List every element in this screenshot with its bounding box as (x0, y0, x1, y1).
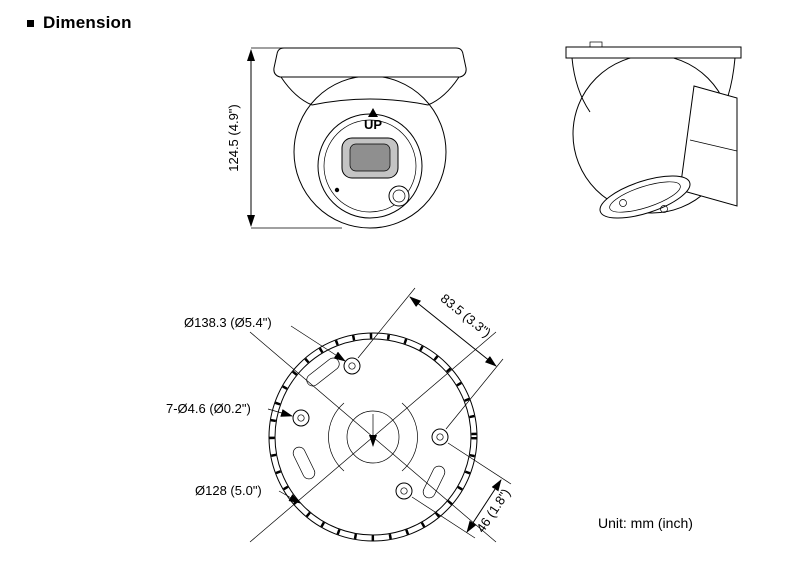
hub-arc-right (401, 402, 418, 472)
side-shoulder-left (571, 57, 591, 113)
outer-diameter-leader (290, 325, 346, 362)
dim46-ext-2 (411, 496, 476, 539)
side-cap-notch (589, 41, 603, 48)
cap-shoulder-left (280, 76, 313, 106)
side-shoulder-right (727, 57, 736, 97)
up-arrow-icon (368, 108, 378, 117)
title-bullet (27, 19, 34, 27)
knockout-slot-2 (292, 446, 316, 480)
ball-collar-line (311, 98, 429, 106)
dim46-line (466, 479, 502, 533)
dim835-ext-1 (357, 287, 416, 359)
hub-arc-left (328, 402, 345, 472)
center-hub-circle (346, 410, 400, 464)
side-bracket (679, 85, 738, 207)
lens-window-inner (349, 143, 391, 172)
outer-diameter-label: Ø138.3 (Ø5.4") (184, 315, 272, 330)
ir-led-ring (392, 189, 406, 203)
base-edge-tabs (269, 333, 477, 541)
bottom-view-drawing: 83.5 (3.3") 46 (1.8") Ø138.3 (Ø5.4") 7-Ø… (166, 287, 513, 543)
lens-face-inner-ring (323, 119, 417, 213)
ir-led (388, 185, 410, 207)
side-bracket-line (689, 139, 738, 152)
height-dimension-label: 124.5 (4.9") (226, 104, 241, 172)
dim46-ext-1 (447, 442, 512, 485)
title-text: Dimension (43, 13, 132, 32)
cap-shoulder-right (427, 76, 460, 106)
side-view-drawing (565, 41, 742, 219)
dim46-label: 46 (1.8") (473, 486, 513, 535)
mount-holes-leader (267, 408, 293, 417)
side-lens-rim (599, 175, 691, 219)
knockout-slot-3 (422, 465, 446, 499)
screw-hole-bottom (395, 482, 413, 500)
base-inner-circle (274, 338, 472, 536)
side-screw-right (660, 205, 668, 213)
screw-hole-left (292, 409, 310, 427)
mount-holes-label: 7-Ø4.6 (Ø0.2") (166, 401, 251, 416)
dim835-label: 83.5 (3.3") (438, 291, 494, 341)
front-view-drawing: UP 124.5 (4.9") (226, 47, 467, 229)
base-outer-circle (268, 332, 478, 542)
bolt-circle-label: Ø128 (5.0") (195, 483, 262, 498)
up-label: UP (364, 117, 382, 132)
section-title: Dimension (27, 13, 132, 33)
dim835-ext-2 (445, 358, 504, 430)
dim835-line (409, 296, 497, 367)
bolt-circle-leader (278, 490, 301, 504)
mount-cap (273, 47, 467, 78)
unit-note: Unit: mm (inch) (598, 515, 693, 531)
mic-hole (334, 187, 340, 193)
screw-hole-top (343, 357, 361, 375)
side-lens-rim-inner (609, 181, 681, 213)
side-mount-cap (565, 46, 742, 59)
screw-hole-right (431, 428, 449, 446)
side-screw-left (619, 199, 627, 207)
side-lens-rim-outer (599, 175, 691, 219)
